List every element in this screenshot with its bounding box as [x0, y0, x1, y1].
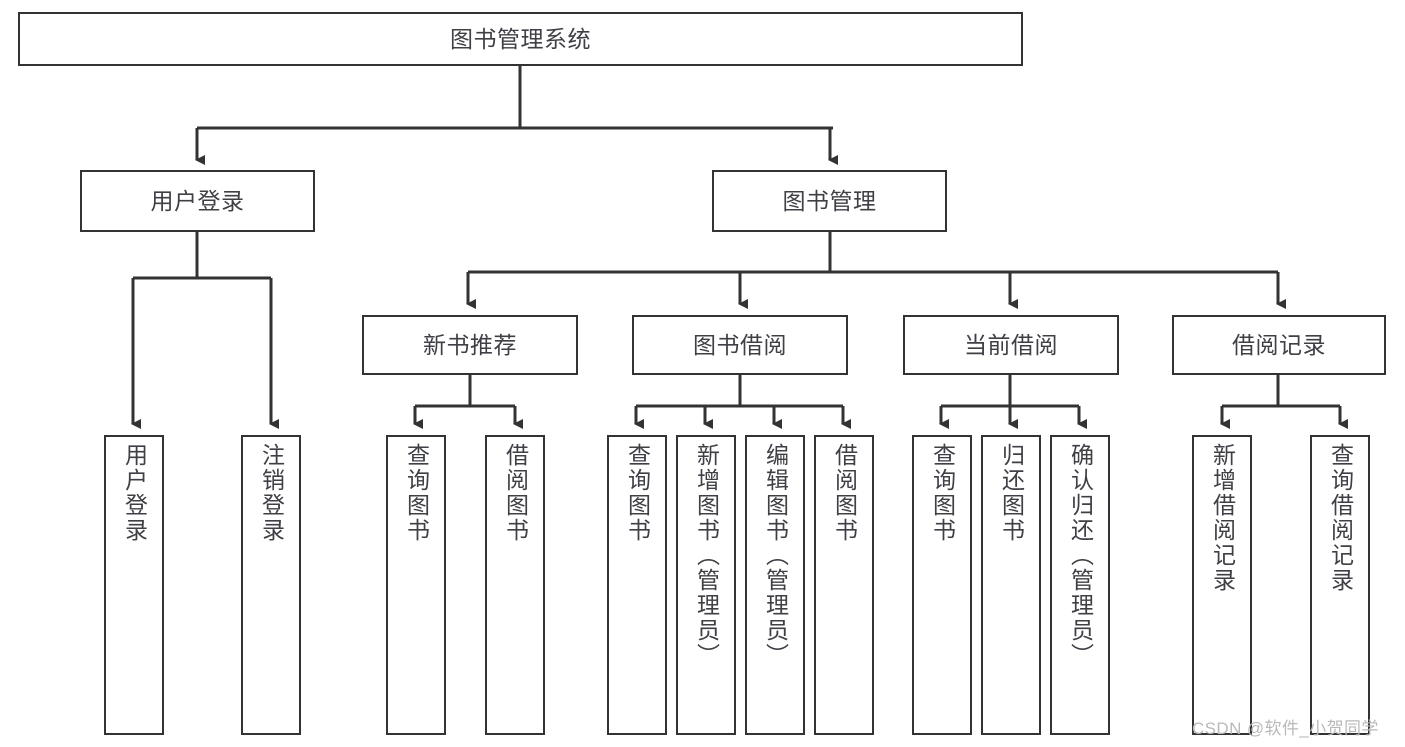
node-user-login[interactable]: 用户登录	[80, 170, 315, 232]
node-leaf-query-book-recommend[interactable]: 查询图书	[386, 435, 446, 735]
node-label: 查询图书	[624, 443, 651, 543]
watermark-text: CSDN @软件_小贺同学	[1192, 719, 1379, 738]
node-label: 用户登录	[121, 443, 148, 543]
node-leaf-add-borrow-record[interactable]: 新增借阅记录	[1192, 435, 1252, 735]
node-label: 新增借阅记录	[1209, 443, 1236, 593]
node-current-borrowing[interactable]: 当前借阅	[903, 315, 1119, 375]
node-label: 图书借阅	[693, 331, 787, 358]
node-label: 借阅图书	[502, 443, 529, 543]
node-label: 查询图书	[403, 443, 430, 543]
node-label: 当前借阅	[964, 331, 1058, 358]
node-leaf-borrow-book[interactable]: 借阅图书	[814, 435, 874, 735]
node-leaf-query-book-current[interactable]: 查询图书	[912, 435, 972, 735]
node-label: 用户登录	[150, 187, 245, 214]
node-label: 查询图书	[929, 443, 956, 543]
node-label: 确认归还（管理员）	[1067, 443, 1094, 668]
node-leaf-user-login[interactable]: 用户登录	[104, 435, 164, 735]
node-label: 图书管理系统	[450, 25, 591, 52]
node-label: 借阅图书	[831, 443, 858, 543]
node-leaf-add-book-admin[interactable]: 新增图书（管理员）	[676, 435, 736, 735]
node-leaf-logout[interactable]: 注销登录	[241, 435, 301, 735]
node-leaf-return-book[interactable]: 归还图书	[981, 435, 1041, 735]
node-label: 图书管理	[782, 187, 877, 214]
node-book-management[interactable]: 图书管理	[712, 170, 947, 232]
node-leaf-query-borrow-record[interactable]: 查询借阅记录	[1310, 435, 1370, 735]
node-borrowing-record[interactable]: 借阅记录	[1172, 315, 1386, 375]
node-leaf-confirm-return-admin[interactable]: 确认归还（管理员）	[1050, 435, 1110, 735]
node-leaf-edit-book-admin[interactable]: 编辑图书（管理员）	[745, 435, 805, 735]
node-label: 新增图书（管理员）	[693, 443, 720, 668]
node-label: 归还图书	[998, 443, 1025, 543]
node-label: 编辑图书（管理员）	[762, 443, 789, 668]
node-leaf-query-book-borrow[interactable]: 查询图书	[607, 435, 667, 735]
node-label: 新书推荐	[423, 331, 517, 358]
node-label: 借阅记录	[1232, 331, 1326, 358]
node-label: 注销登录	[258, 443, 285, 543]
node-leaf-borrow-book-recommend[interactable]: 借阅图书	[485, 435, 545, 735]
node-new-book-recommendation[interactable]: 新书推荐	[362, 315, 578, 375]
node-root-book-management-system[interactable]: 图书管理系统	[18, 12, 1023, 66]
node-label: 查询借阅记录	[1327, 443, 1354, 593]
node-book-borrowing[interactable]: 图书借阅	[632, 315, 848, 375]
